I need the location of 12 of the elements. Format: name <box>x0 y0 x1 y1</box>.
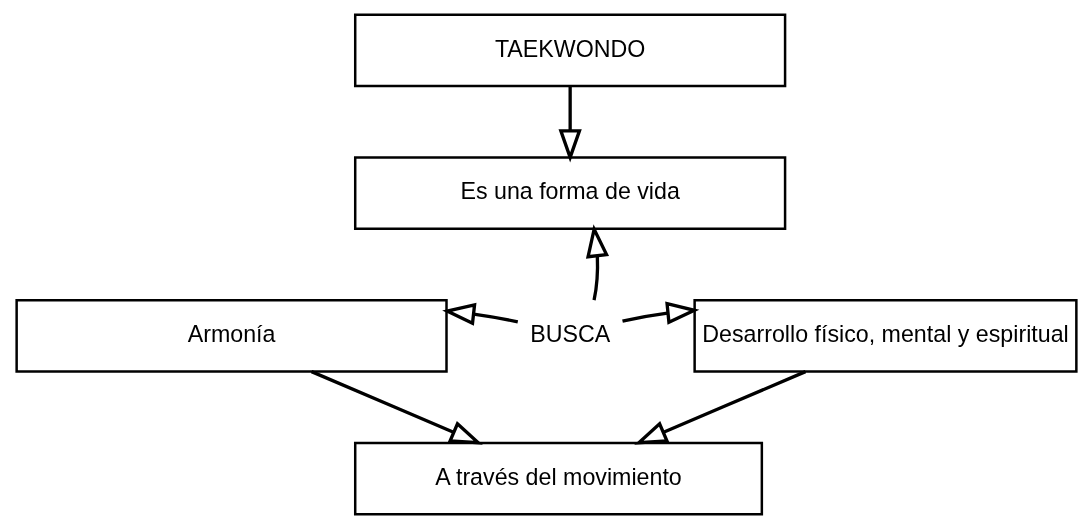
arrow <box>585 224 609 301</box>
arrow <box>621 301 699 325</box>
node-box: Armonía <box>14 298 448 373</box>
arrow <box>558 86 582 163</box>
node-box: A través del movimiento <box>353 441 763 516</box>
arrow <box>633 370 806 445</box>
arrow <box>310 370 483 445</box>
node-box: TAEKWONDO <box>353 13 786 88</box>
node-text: BUSCA <box>529 321 610 348</box>
arrow <box>441 302 518 326</box>
node-box: Es una forma de vida <box>353 156 786 231</box>
node-box: Desarrollo físico, mental y espiritual <box>692 298 1078 373</box>
